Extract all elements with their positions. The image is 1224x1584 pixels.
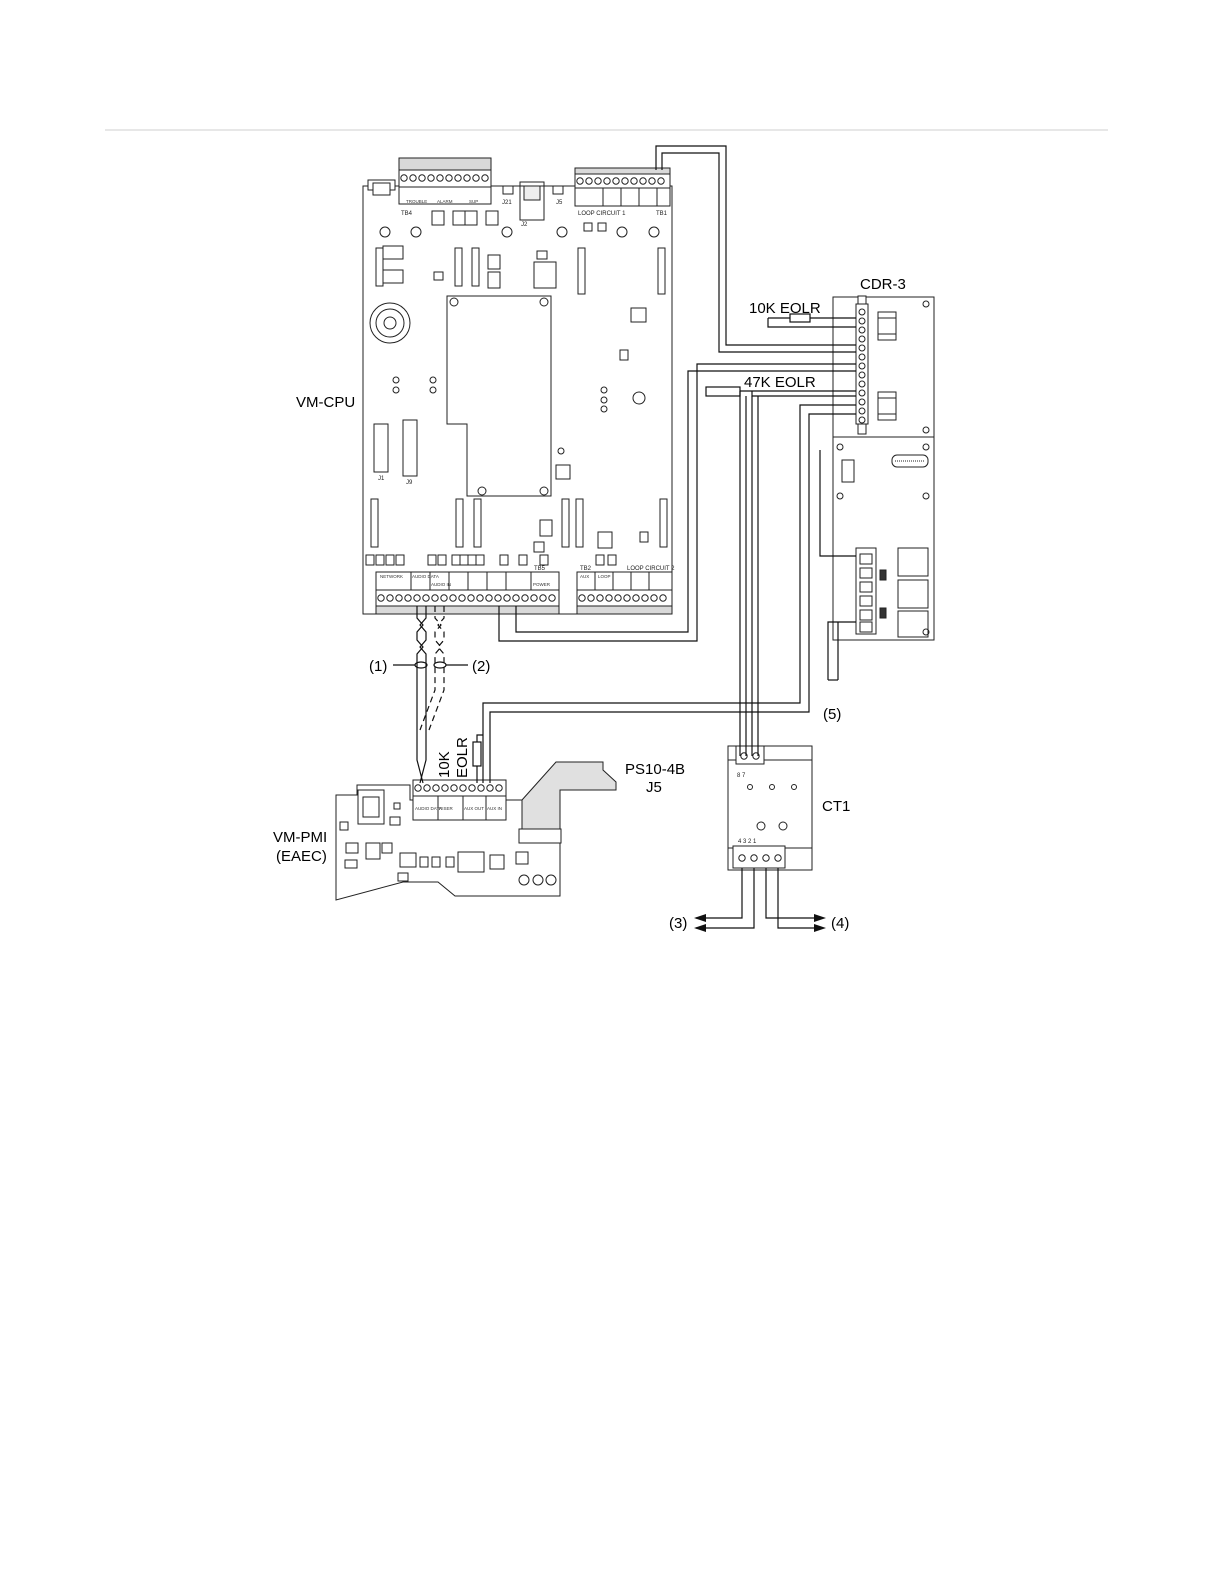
eolr-10k-vertical-1: 10K [436,751,453,778]
callout-3: (3) [669,915,687,932]
pmi-audio-data-label: AUDIO DATA [415,806,442,811]
eolr-10k-vertical-2: EOLR [454,737,471,778]
ct1-label: CT1 [822,798,850,815]
ct1-top-terminals: 8 7 [737,773,746,779]
callout-4: (4) [831,915,849,932]
tb5-label: TB5 [534,566,546,572]
cdr-3-label: CDR-3 [860,276,906,293]
tb5-audio-in-label: AUDIO IN [431,582,451,587]
arrowheads [694,914,826,932]
vm-cpu-label: VM-CPU [296,394,355,411]
tb4-terminal-block [399,158,491,204]
tb2-terminal-block [577,572,672,614]
tb2-loop-label: LOOP [598,574,611,579]
tb1-label: TB1 [656,211,668,217]
tb4-trouble-label: TROUBLE [406,199,427,204]
tb5-power-label: POWER [533,582,551,587]
tb4-alarm-label: ALARM [437,199,453,204]
tb4-label: TB4 [401,211,413,217]
callout-5: (5) [823,706,841,723]
ct1-bottom-terminals: 4 3 2 1 [738,839,757,845]
j21-label: J21 [502,200,512,206]
callout-1: (1) [369,658,387,675]
ps10-4b-label: PS10-4B [625,761,685,778]
vm-pmi-eaec-label: (EAEC) [276,848,327,865]
loop-circuit-2-label: LOOP CIRCUIT 2 [627,566,675,572]
tb5-audio-data-label: AUDIO DATA [412,574,439,579]
j1-label: J1 [378,476,385,482]
tb1-terminal-block [575,168,670,206]
cdr-3-module [833,296,934,640]
loop-circuit-1-label: LOOP CIRCUIT 1 [578,211,626,217]
callout-2: (2) [472,658,490,675]
j2-label: J2 [521,222,528,228]
tb2-label: TB2 [580,566,592,572]
vm-cpu-board [363,158,672,614]
vm-pmi-label: VM-PMI [273,829,327,846]
tb5-network-label: NETWORK [380,574,403,579]
j5-label: J5 [556,200,563,206]
pmi-aux-out-label: AUX OUT [464,806,484,811]
vm-cpu-board-text: TB4 TROUBLE ALARM SUP J21 J5 J2 LOOP CIR… [378,199,675,587]
j9-label: J9 [406,480,413,486]
pmi-riser-label: RISER [439,806,454,811]
tb5-terminal-block [376,572,559,614]
eolr-10k-top-label: 10K EOLR [749,300,821,317]
eolr-47k-label: 47K EOLR [744,374,816,391]
pmi-aux-in-label: AUX IN [487,806,502,811]
tb4-sup-label: SUP [469,199,478,204]
tb2-aux-label: AUX [580,574,589,579]
ps10-j5-label: J5 [646,779,662,796]
ct1-module [728,746,812,870]
vm-pmi-board [336,762,616,900]
